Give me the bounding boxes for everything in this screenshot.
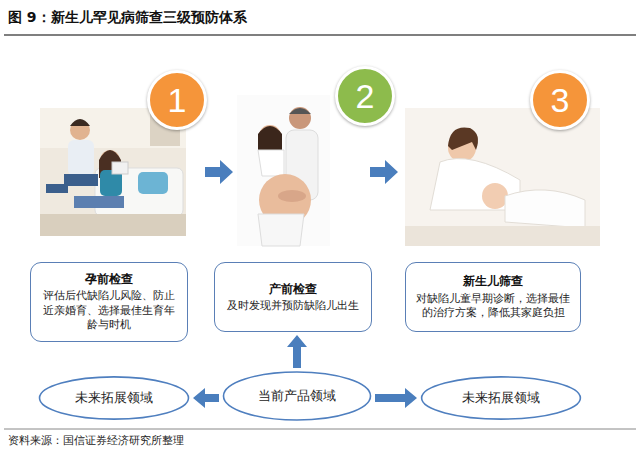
illustration-part bbox=[258, 150, 284, 176]
illustration-part bbox=[405, 226, 600, 246]
illustration-part bbox=[70, 119, 90, 126]
illustration-part bbox=[74, 196, 124, 208]
illustration-part bbox=[46, 184, 68, 193]
node-heading: 当前产品领域 bbox=[258, 387, 336, 405]
mother-baby-photo bbox=[405, 108, 600, 246]
illustration-part bbox=[112, 162, 128, 174]
title-rule bbox=[4, 34, 636, 36]
figure-title: 图 9：新生儿罕见病筛查三级预防体系 bbox=[8, 9, 247, 27]
illustration-part bbox=[289, 107, 311, 129]
callout-number: 2 bbox=[356, 79, 375, 113]
node-body: 评估后代缺陷儿风险、防止近亲婚育、选择最佳生育年龄与时机 bbox=[39, 289, 179, 333]
illustration-part bbox=[289, 108, 311, 114]
illustration-part bbox=[258, 126, 282, 150]
pregnancy-photo bbox=[237, 95, 330, 246]
illustration-part bbox=[505, 190, 585, 228]
ellipse-shape bbox=[40, 377, 189, 419]
domain-ellipse: 未来拓展领域 bbox=[420, 376, 582, 420]
domain-ellipse: 未来拓展领域 bbox=[38, 376, 190, 420]
ellipse-shape bbox=[422, 377, 581, 419]
stage-box: 孕前检查评估后代缺陷儿风险、防止近亲婚育、选择最佳生育年龄与时机 bbox=[30, 262, 188, 342]
illustration-part bbox=[70, 120, 90, 140]
step-number-circle: 1 bbox=[147, 70, 207, 130]
illustration-part bbox=[95, 168, 183, 216]
flow-arrow bbox=[205, 160, 233, 184]
illustration-part bbox=[68, 140, 94, 176]
illustration-part bbox=[64, 174, 98, 186]
illustration-part bbox=[405, 108, 600, 246]
illustration-part bbox=[237, 95, 330, 246]
illustration-part bbox=[258, 214, 304, 246]
node-heading: 孕前检查 bbox=[85, 271, 133, 287]
stage-box: 产前检查及时发现并预防缺陷儿出生 bbox=[214, 262, 372, 332]
domain-ellipse: 当前产品领域 bbox=[222, 371, 372, 421]
node-body: 对缺陷儿童早期诊断，选择最佳的治疗方案，降低其家庭负担 bbox=[414, 292, 572, 321]
node-body: 及时发现并预防缺陷儿出生 bbox=[227, 299, 359, 314]
illustration-part bbox=[482, 183, 508, 209]
stage-box: 新生儿筛查对缺陷儿童早期诊断，选择最佳的治疗方案，降低其家庭负担 bbox=[405, 262, 581, 332]
illustration-part bbox=[138, 172, 168, 194]
footer-rule bbox=[4, 429, 636, 430]
illustration-part bbox=[40, 214, 186, 236]
step-number-circle: 3 bbox=[530, 70, 590, 130]
block-arrow bbox=[193, 388, 219, 408]
callout-number: 3 bbox=[551, 83, 570, 117]
step-number-circle: 2 bbox=[335, 66, 395, 126]
source-caption: 资料来源：国信证券经济研究所整理 bbox=[8, 433, 184, 448]
block-arrow bbox=[287, 335, 307, 368]
node-heading: 产前检查 bbox=[269, 281, 317, 297]
illustration-part bbox=[448, 127, 478, 150]
block-arrow bbox=[375, 388, 417, 408]
flow-arrow bbox=[370, 160, 398, 184]
node-heading: 未来拓展领域 bbox=[75, 389, 153, 407]
ellipse-shape bbox=[224, 372, 371, 420]
node-heading: 新生儿筛查 bbox=[463, 273, 523, 289]
node-heading: 未来拓展领域 bbox=[462, 389, 540, 407]
callout-number: 1 bbox=[168, 83, 187, 117]
illustration-part bbox=[278, 190, 306, 202]
